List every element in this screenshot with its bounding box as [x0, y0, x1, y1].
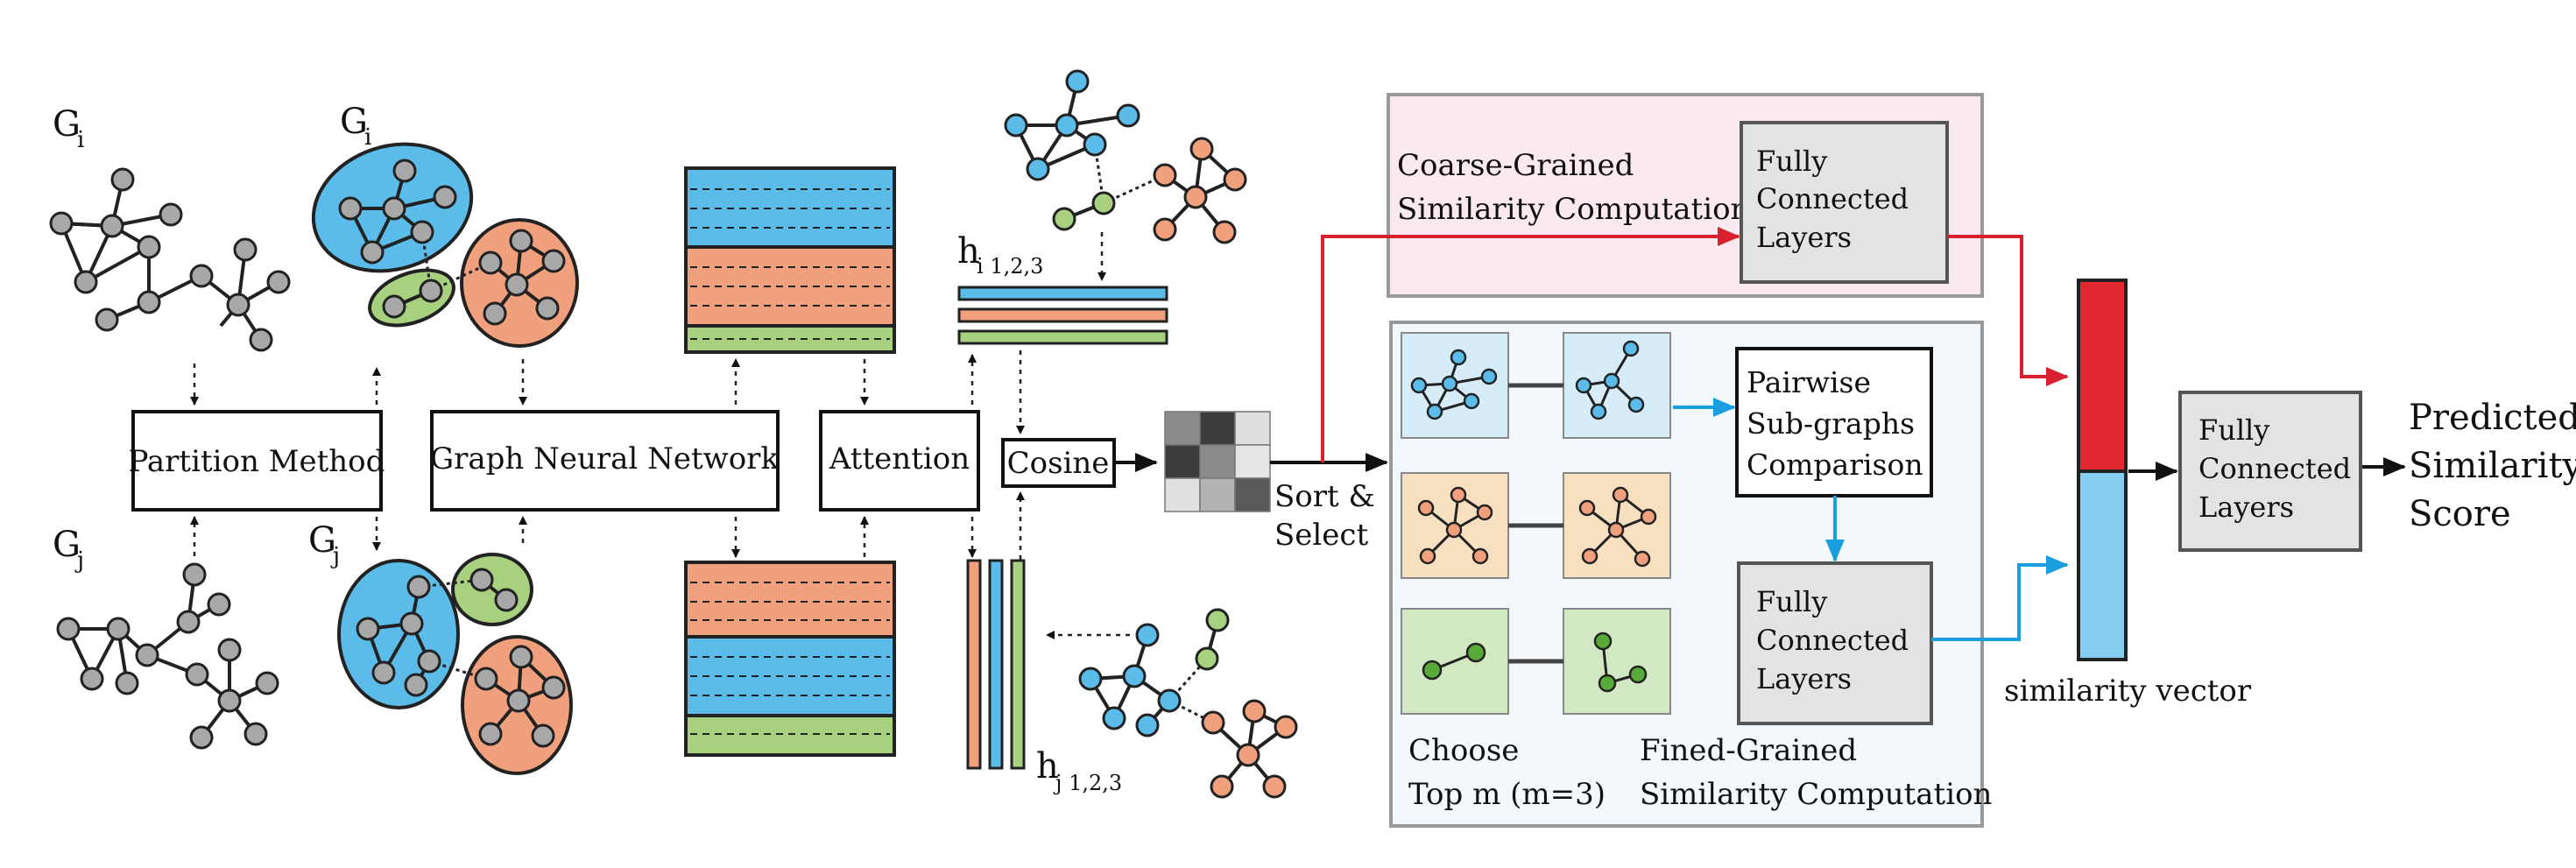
label-gi-left: G i — [53, 104, 84, 153]
graph-gi-partitioned — [311, 142, 579, 348]
graph-gj-partitioned — [337, 553, 573, 775]
gnn-label: Graph Neural Network — [430, 441, 779, 476]
label-hi: h i 1,2,3 — [957, 231, 1043, 279]
gj-blue-part — [337, 559, 460, 709]
fine-label-line2: Similarity Computation — [1640, 777, 1992, 812]
hj-subgraphs — [1078, 608, 1298, 799]
hj-base: h — [1036, 746, 1059, 787]
attention-label: Attention — [829, 441, 970, 476]
embedding-matrix-top — [684, 166, 896, 354]
hi-base: h — [957, 231, 980, 272]
gnn-box: Graph Neural Network — [430, 410, 780, 512]
partition-method-box: Partition Method — [129, 410, 385, 512]
hj-vectors — [966, 559, 1026, 770]
gj-left-sub: j — [74, 547, 84, 574]
sort-select-label: Sort & Select — [1274, 479, 1375, 553]
choose-line2: Top m (m=3) — [1408, 777, 1606, 812]
arrow-fine-to-vector — [1931, 555, 2069, 641]
arrow-coarse-to-vector — [1947, 235, 2069, 386]
label-gi-right: G i — [340, 102, 371, 151]
label-gj-right: G j — [308, 520, 340, 569]
fine-fc-line1: Fully — [1756, 585, 1827, 618]
partition-method-label: Partition Method — [129, 444, 385, 479]
pairwise-line3: Comparison — [1747, 448, 1923, 482]
cosine-box: Cosine — [1001, 438, 1116, 488]
coarse-fc-line3: Layers — [1756, 221, 1852, 254]
predicted-line1: Predicted — [2409, 398, 2576, 438]
final-fc-line2: Connected — [2198, 452, 2351, 485]
fine-fc-line2: Connected — [1756, 624, 1909, 657]
hj-sub: j 1,2,3 — [1053, 771, 1122, 795]
fine-label-line1: Fined-Grained — [1640, 733, 1857, 768]
coarse-label-line2: Similarity Computation — [1397, 192, 1749, 227]
fine-grained-panel: Pairwise Sub-graphs Comparison Fully Con… — [1389, 321, 1992, 828]
gi-left-sub: i — [77, 127, 84, 153]
label-hj: h j 1,2,3 — [1036, 746, 1122, 795]
arrow-to-coarse — [1321, 227, 1740, 462]
sort-select-line1: Sort & — [1274, 479, 1375, 514]
label-gj-left: G j — [53, 525, 84, 574]
gj-right-sub: j — [330, 543, 340, 569]
final-fc-line3: Layers — [2198, 490, 2294, 524]
coarse-label-line1: Coarse-Grained — [1397, 148, 1634, 183]
predicted-line2: Similarity — [2409, 446, 2576, 486]
similarity-vector — [2077, 279, 2128, 661]
predicted-line3: Score — [2409, 494, 2511, 534]
similarity-vector-label: similarity vector — [2004, 674, 2252, 709]
gi-left-base: G — [53, 104, 81, 145]
cosine-label: Cosine — [1007, 446, 1110, 481]
coarse-fc-line2: Connected — [1756, 182, 1909, 215]
hi-vectors — [957, 286, 1168, 345]
similarity-matrix — [1164, 411, 1271, 512]
pairwise-line1: Pairwise — [1747, 365, 1871, 399]
fine-fc-line3: Layers — [1756, 662, 1852, 695]
graph-gj-raw — [56, 562, 279, 750]
gi-right-base: G — [340, 102, 368, 142]
final-fc-box: Fully Connected Layers — [2178, 391, 2362, 552]
gi-right-sub: i — [364, 124, 371, 151]
attention-box: Attention — [819, 410, 980, 512]
predicted-score-label: Predicted Similarity Score — [2409, 398, 2576, 534]
dotted-connectors — [190, 232, 1130, 639]
sort-select-line2: Select — [1274, 518, 1368, 553]
pairwise-line2: Sub-graphs — [1747, 406, 1915, 441]
gj-left-base: G — [53, 525, 81, 565]
graph-gi-raw — [49, 167, 291, 352]
hi-sub: i 1,2,3 — [977, 254, 1043, 279]
choose-line1: Choose — [1408, 733, 1519, 768]
coarse-grained-panel: Coarse-Grained Similarity Computation Fu… — [1387, 93, 1984, 298]
final-fc-line1: Fully — [2198, 413, 2269, 447]
coarse-fc-line1: Fully — [1756, 145, 1827, 178]
pair3-right-tile — [1563, 608, 1671, 715]
hi-subgraphs — [1004, 69, 1247, 244]
embedding-matrix-bottom — [684, 561, 896, 757]
gj-right-base: G — [308, 520, 336, 561]
